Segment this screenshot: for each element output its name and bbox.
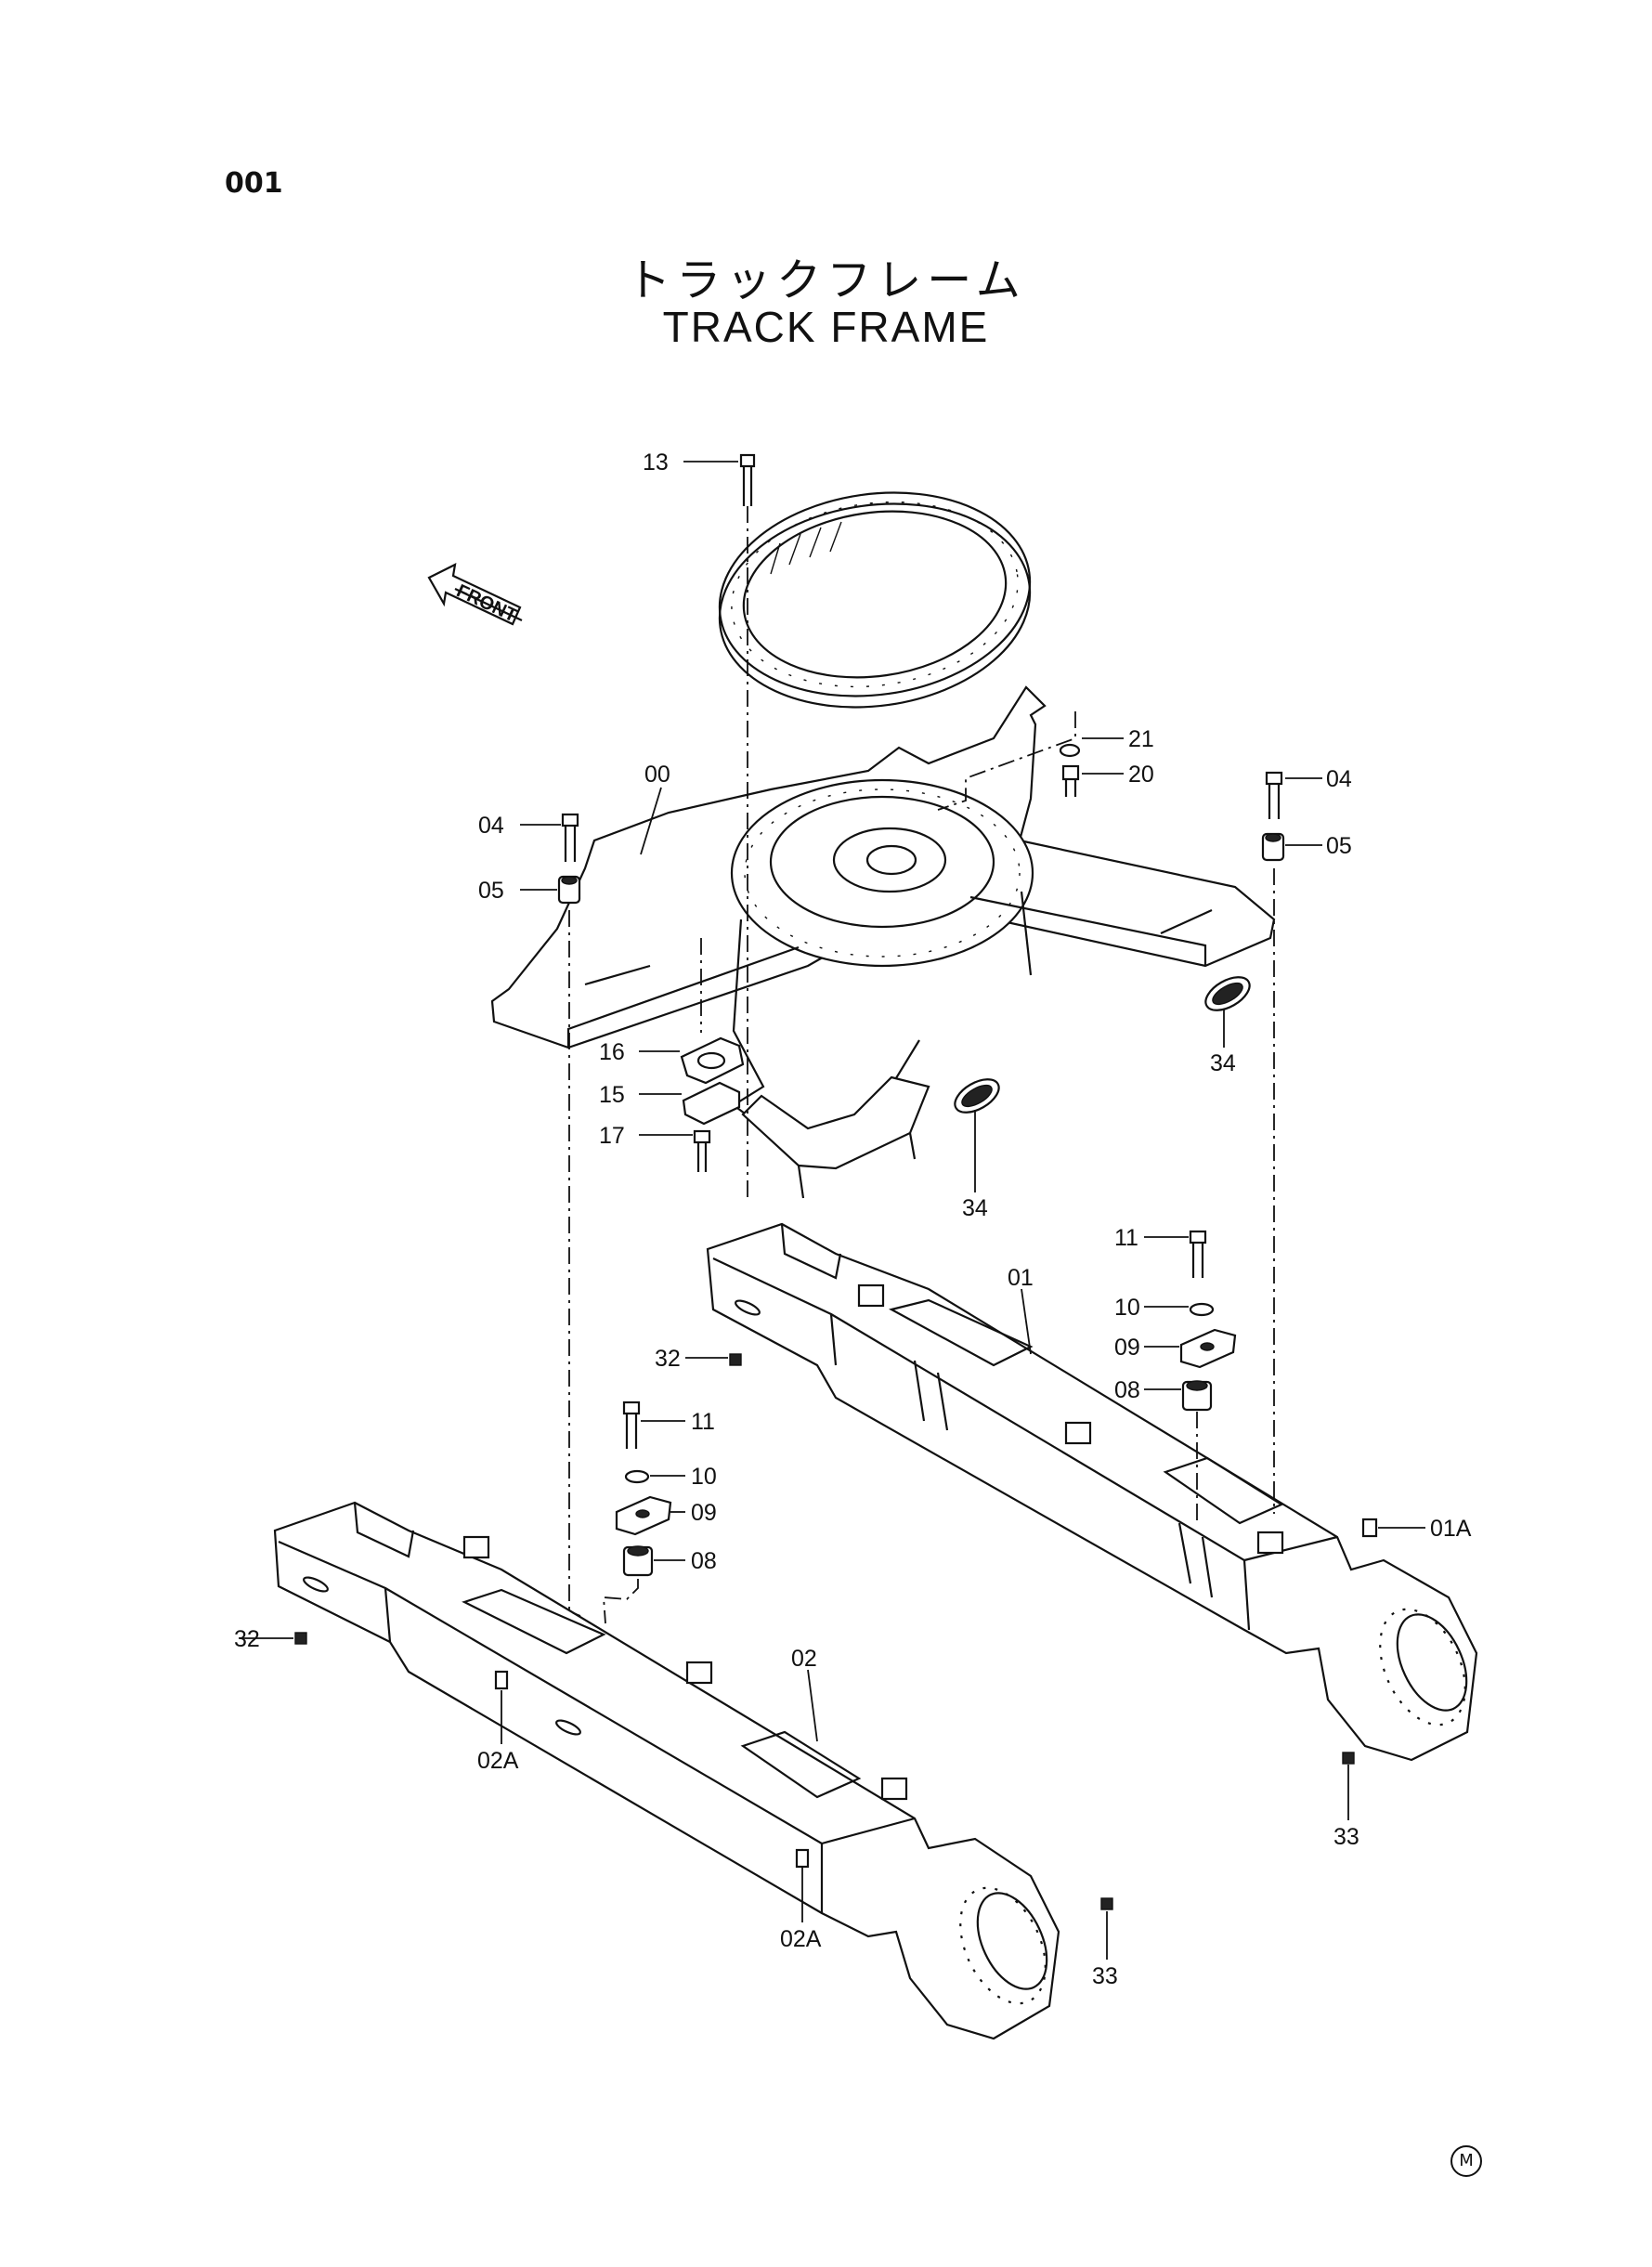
callout-10-left: 10 [691,1464,717,1490]
callout-10-right: 10 [1114,1295,1140,1321]
washer-10-right [1189,1302,1215,1317]
callout-33-left: 33 [1092,1963,1118,1989]
side-frame-right [706,1222,1478,1762]
publisher-mark: M [1450,2145,1482,2177]
callout-34-left: 34 [962,1195,988,1221]
callout-00: 00 [644,762,670,788]
grommet-34-right [1204,976,1251,1011]
collar-05-right [1261,832,1285,862]
grommet-34-left [954,1078,1000,1114]
bolt-13 [739,453,756,506]
bolt-11-right [1189,1230,1207,1278]
bolt-20 [1061,764,1080,797]
callout-01: 01 [1008,1265,1034,1291]
callout-32-right: 32 [655,1346,681,1372]
callout-08-left: 08 [691,1548,717,1574]
callout-04-left: 04 [478,813,504,839]
callout-11-right: 11 [1114,1225,1138,1251]
callout-16: 16 [599,1039,625,1065]
gasket-15 [682,1081,741,1126]
callout-02: 02 [791,1646,817,1672]
callout-04-right: 04 [1326,766,1352,792]
callout-32-left: 32 [234,1626,260,1652]
bolt-04-right [1265,771,1283,819]
callout-02A-upper: 02A [477,1748,519,1774]
callout-05-left: 05 [478,878,504,904]
page-id: 001 [225,167,283,200]
plate-01A [1361,1518,1378,1538]
callout-09-left: 09 [691,1500,717,1526]
callout-33-right: 33 [1333,1824,1359,1850]
title-japanese: トラックフレーム [626,254,1026,306]
callout-13: 13 [643,449,669,476]
plate-16 [680,1036,745,1085]
callout-15: 15 [599,1082,625,1108]
callout-08-right: 08 [1114,1377,1140,1403]
title-english: TRACK FRAME [662,303,990,351]
washer-21 [1059,743,1081,758]
leader-lines [240,461,1425,1960]
callout-17: 17 [599,1123,625,1149]
center-frame [490,685,1276,1199]
callout-labels: 13 00 04 05 21 20 04 05 16 15 17 34 34 1… [234,449,1472,1989]
bolt-11-left [622,1401,641,1449]
spacer-08-right [1181,1380,1213,1412]
callout-34-right: 34 [1210,1050,1236,1076]
plate-09-right [1179,1328,1237,1369]
callout-01A: 01A [1430,1516,1472,1542]
callout-09-right: 09 [1114,1335,1140,1361]
assembly-lines [568,506,1275,1624]
spacer-08-left [622,1545,654,1577]
washer-10-left [624,1469,650,1484]
callout-20: 20 [1128,762,1154,788]
plug-33-right [1342,1752,1355,1765]
plug-33-left [1100,1897,1113,1910]
callout-05-right: 05 [1326,833,1352,859]
callout-11-left: 11 [691,1409,715,1435]
bolt-17 [693,1129,711,1172]
plate-09-left [615,1495,672,1536]
grease-fitting-32-left [294,1632,307,1645]
front-arrow: FRONT [427,563,523,626]
bolt-04-left [561,813,579,862]
collar-05-left [557,875,581,905]
callout-21: 21 [1128,726,1154,752]
callout-02A-lower: 02A [780,1926,822,1952]
side-frame-left [273,1501,1060,2040]
grease-fitting-32-right [729,1353,742,1366]
swing-bearing [718,491,1032,709]
front-label: FRONT [453,580,520,626]
